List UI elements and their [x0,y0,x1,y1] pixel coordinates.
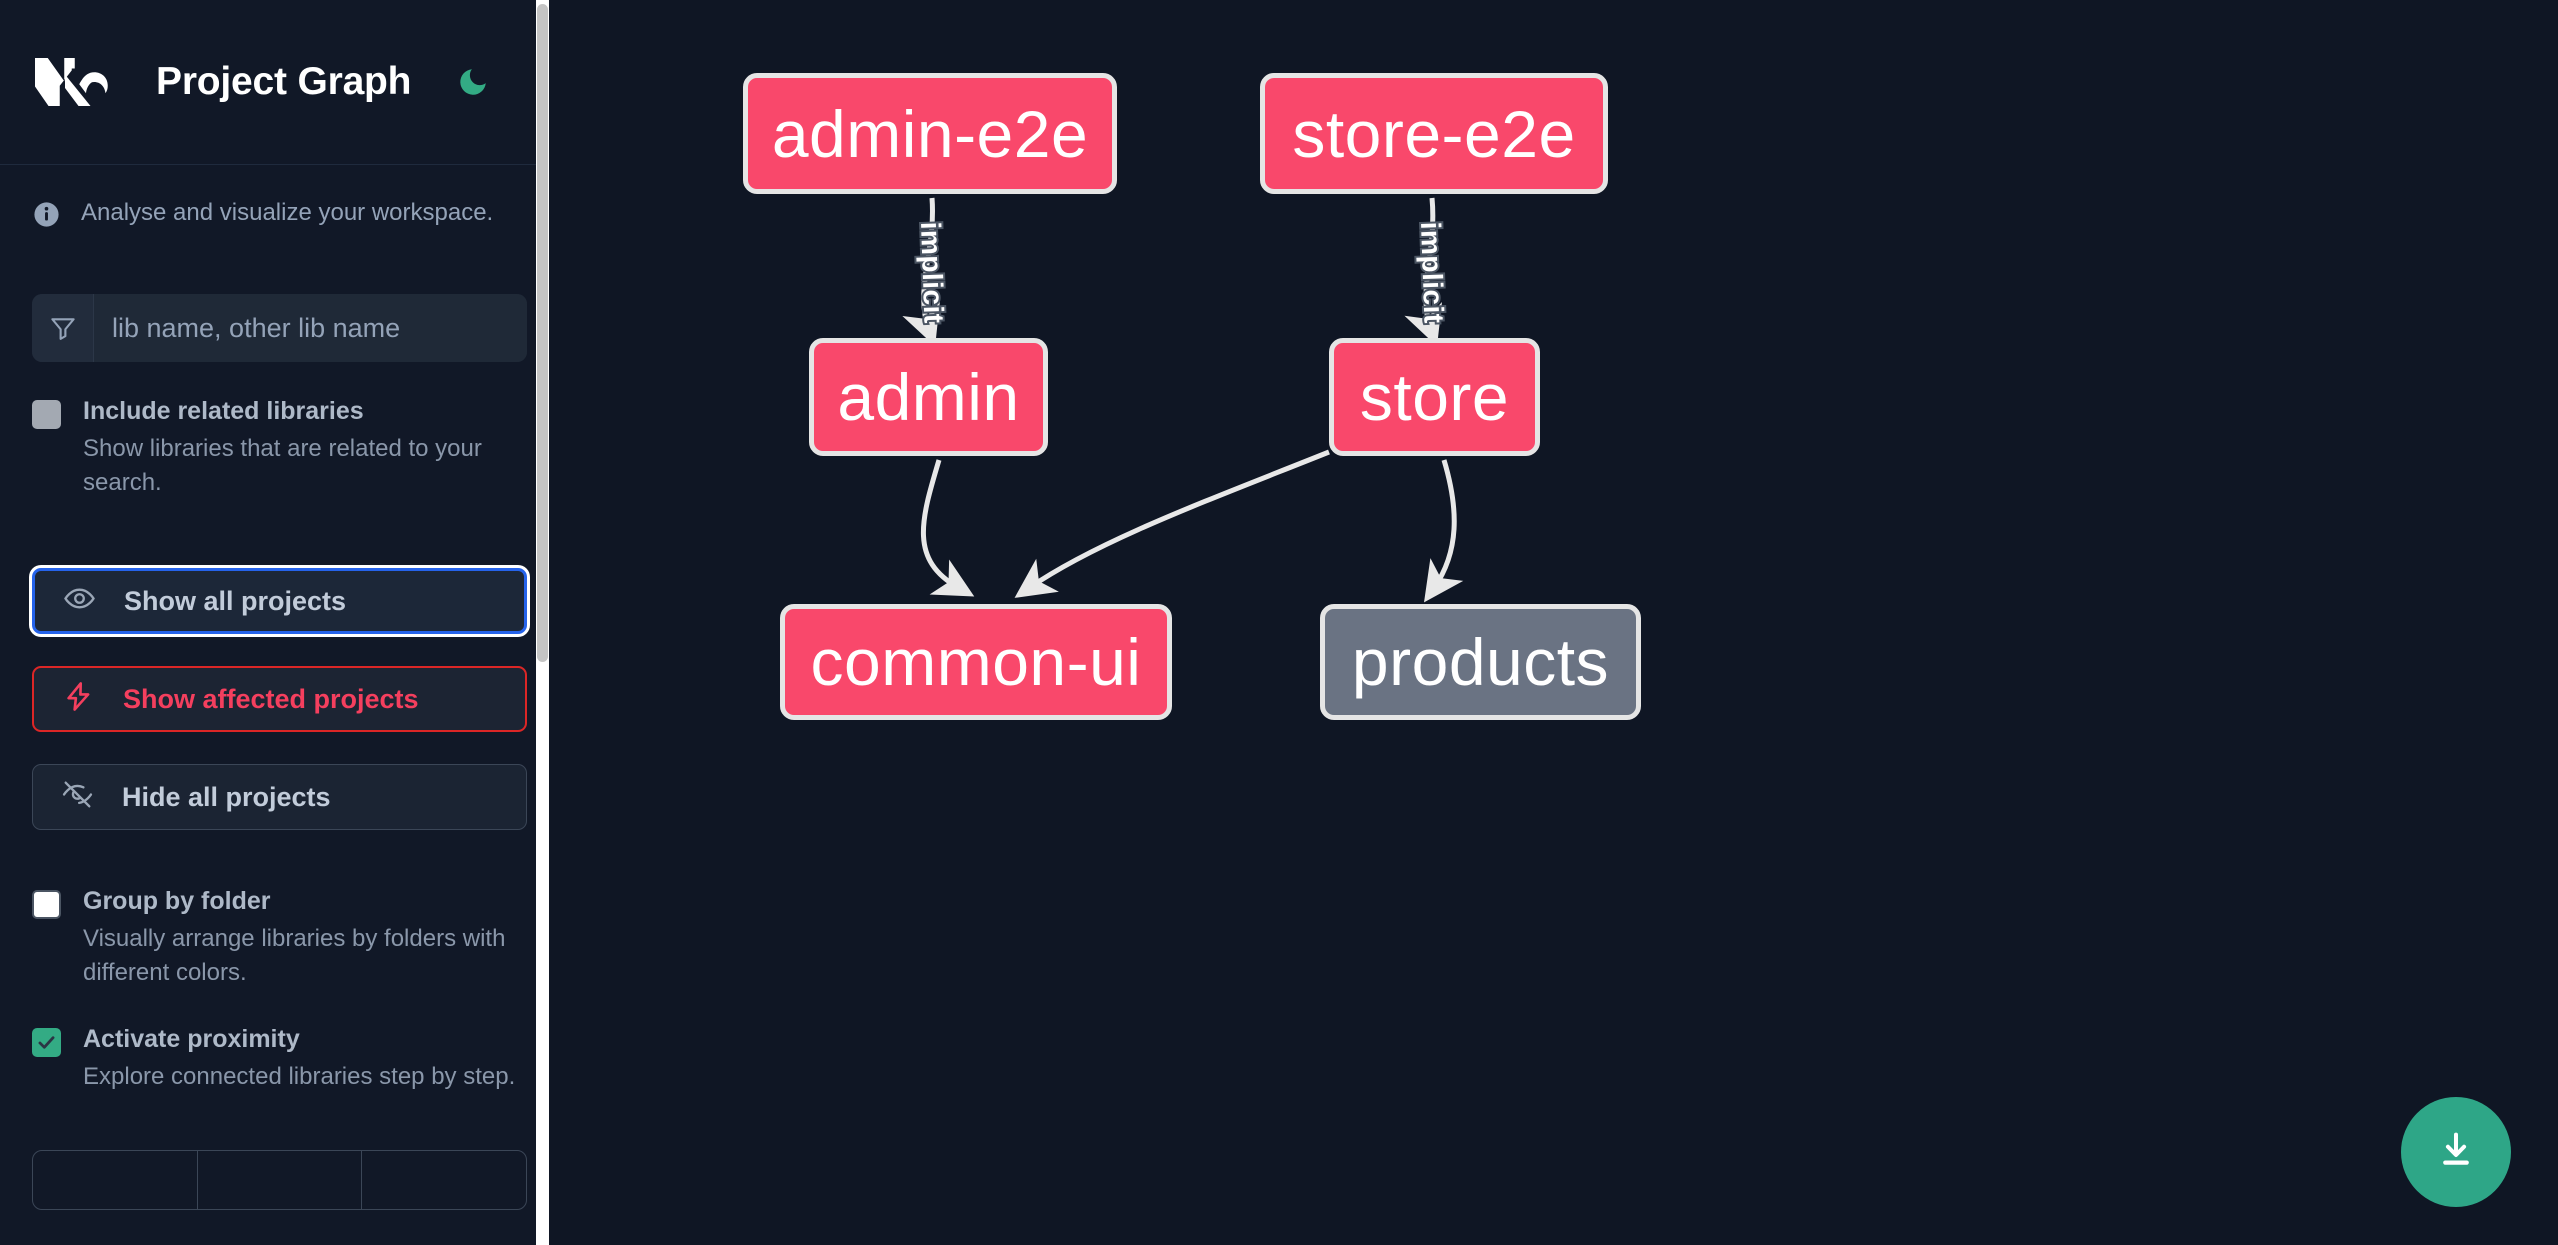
edge-store-to-common-ui [1014,449,1330,598]
graph-node-admin-e2e[interactable]: admin-e2e [743,73,1117,194]
filter-icon [32,294,94,362]
hide-all-projects-button[interactable]: Hide all projects [32,764,527,831]
edge-store-to-products [1424,459,1464,603]
activate-proximity-label: Activate proximity [83,1025,300,1054]
sidebar-scrollbar-thumb[interactable] [537,4,548,662]
moon-icon[interactable] [451,60,495,104]
include-related-libraries-checkbox[interactable] [32,400,61,429]
edge-store-e2e-to-store [1404,197,1443,347]
show-all-projects-label: Show all projects [124,585,347,616]
segment-3[interactable] [362,1151,526,1209]
hide-all-projects-label: Hide all projects [122,781,331,812]
sidebar-edge [549,0,559,1245]
graph-node-admin[interactable]: admin [809,338,1048,456]
group-by-folder-label: Group by folder [83,887,271,916]
segment-2[interactable] [198,1151,363,1210]
edge-label-implicit-admin: implicit [915,221,950,324]
option-group-by-folder[interactable]: Group by folder Visually arrange librari… [0,886,559,990]
activate-proximity-checkbox[interactable] [32,1028,61,1058]
download-icon [2433,1127,2479,1178]
include-related-libraries-label: Include related libraries [83,397,364,425]
graph-canvas[interactable]: implicit implicit admin-e2e store-e2e ad… [559,0,2558,1245]
segment-1[interactable] [33,1151,198,1210]
workspace-info: Analyse and visualize your workspace. [0,165,559,234]
workspace-info-text: Analyse and visualize your workspace. [81,199,494,226]
edge-admin-to-common-ui [920,459,975,597]
lightning-bolt-icon [62,680,95,718]
show-affected-projects-label: Show affected projects [123,683,419,714]
sidebar-header: Project Graph [0,0,559,165]
show-affected-projects-button[interactable]: Show affected projects [32,666,527,733]
edge-admin-e2e-to-admin [902,197,940,347]
graph-node-common-ui[interactable]: common-ui [780,604,1172,720]
sidebar: Project Graph Analyse and visualize your… [0,0,559,1245]
graph-edges: implicit implicit [902,197,1464,603]
proximity-segmented-control[interactable] [32,1150,527,1211]
sidebar-content: Project Graph Analyse and visualize your… [0,0,559,1211]
sidebar-scrollbar[interactable] [536,0,549,1245]
group-by-folder-checkbox[interactable] [32,890,61,920]
eye-icon [63,582,96,620]
page-title: Project Graph [156,60,412,103]
activate-proximity-description: Explore connected libraries step by step… [83,1063,516,1091]
option-activate-proximity[interactable]: Activate proximity Explore connected lib… [0,1024,559,1094]
search-input[interactable] [94,294,527,362]
info-icon [32,200,61,234]
graph-node-products[interactable]: products [1320,604,1641,720]
nx-logo-icon [32,51,122,113]
download-button[interactable] [2401,1097,2511,1207]
eye-off-icon [61,778,94,816]
group-by-folder-description: Visually arrange libraries by folders wi… [83,925,506,987]
graph-node-store[interactable]: store [1329,338,1540,456]
option-include-related-libraries[interactable]: Include related libraries Show libraries… [0,396,559,500]
edge-label-implicit-store: implicit [1415,221,1450,324]
include-related-libraries-description: Show libraries that are related to your … [83,435,482,497]
search-field[interactable] [32,294,527,362]
graph-node-store-e2e[interactable]: store-e2e [1260,73,1608,194]
show-all-projects-button[interactable]: Show all projects [32,568,527,635]
